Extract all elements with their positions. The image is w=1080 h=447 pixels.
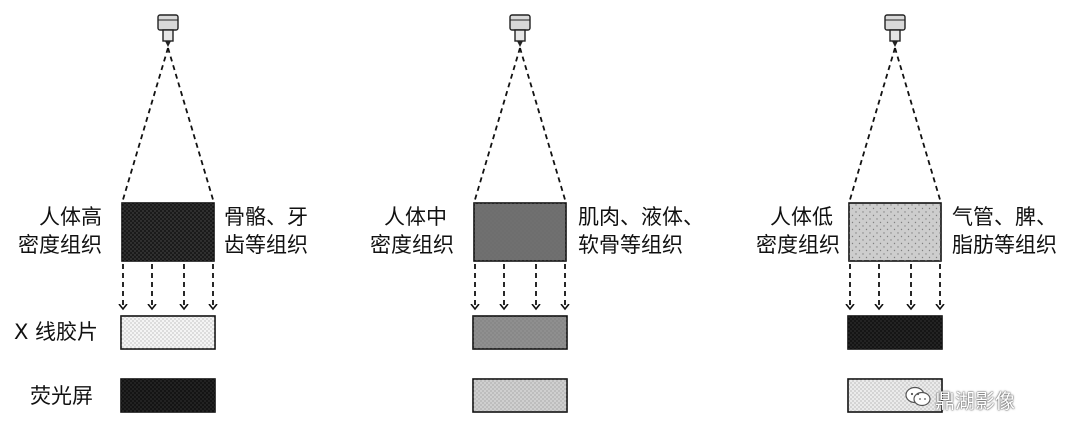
high-density-left-label: 人体高 密度组织 — [18, 205, 102, 257]
low-beam-left — [848, 47, 896, 204]
fluorescent-screen-row-label: 荧光屏 — [30, 384, 93, 408]
medium-beam-right — [519, 47, 567, 204]
low-xray-tube-icon — [884, 14, 906, 47]
wechat-icon — [904, 385, 932, 414]
xray-film-row-label: X 线胶片 — [14, 320, 99, 344]
high-density-right-label: 骨骼、牙 齿等组织 — [224, 205, 308, 257]
high-beam-left — [121, 47, 169, 204]
watermark: 鼎湖影像 — [904, 385, 1015, 414]
medium-beam-left — [473, 47, 521, 204]
high-beam-right — [167, 47, 215, 204]
low-density-left-label: 人体低 密度组织 — [756, 205, 840, 257]
high-panel — [121, 14, 215, 413]
low-beam-right — [894, 47, 942, 204]
watermark-text: 鼎湖影像 — [935, 389, 1015, 413]
low-density-right-label: 气管、脾、 脂肪等组织 — [952, 205, 1057, 257]
high-xray-tube-icon — [157, 14, 179, 47]
low-panel — [848, 14, 942, 413]
medium-density-left-label: 人体中 密度组织 — [370, 205, 454, 257]
medium-density-right-label: 肌肉、液体、 软骨等组织 — [578, 205, 704, 257]
medium-xray-tube-icon — [509, 14, 531, 47]
medium-panel — [473, 14, 567, 413]
